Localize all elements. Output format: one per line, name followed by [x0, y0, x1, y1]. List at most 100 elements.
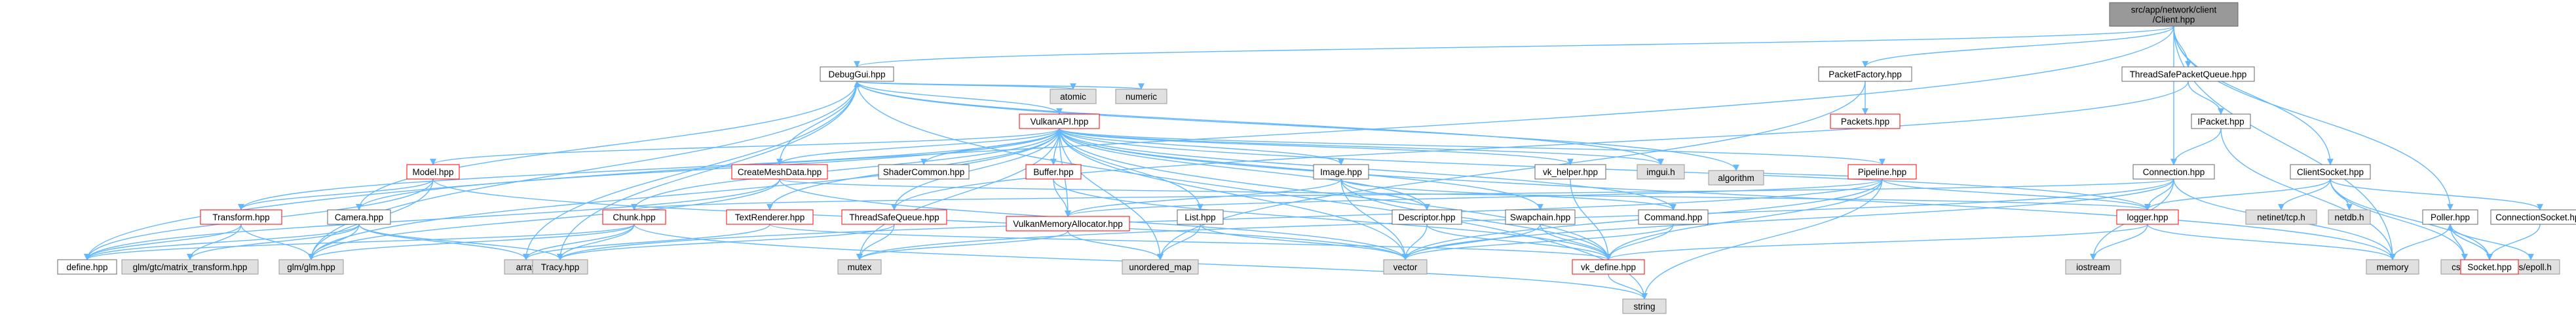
- node-ipacket[interactable]: IPacket.hpp: [2191, 113, 2251, 129]
- node-label: CreateMeshData.hpp: [738, 167, 822, 177]
- node-packets[interactable]: Packets.hpp: [1830, 113, 1901, 129]
- edge-vulkanapi-to-vector: [1059, 128, 1409, 260]
- edge-threadsafequeue-to-tracy: [557, 224, 895, 260]
- edge-createmeshdata-to-define: [84, 178, 780, 260]
- edge-vulkanapi-to-pipeline: [1059, 128, 1885, 165]
- node-vulkanapi[interactable]: VulkanAPI.hpp: [1019, 113, 1100, 129]
- edge-vulkanapi-to-threadsafequeue: [891, 128, 1060, 211]
- node-threadsafepacketqueue[interactable]: ThreadSafePacketQueue.hpp: [2121, 66, 2255, 82]
- node-clientsocket[interactable]: ClientSocket.hpp: [2290, 164, 2371, 180]
- edge-clientsocket-to-cstring: [2330, 178, 2468, 260]
- node-vector: vector: [1383, 259, 1428, 275]
- node-label: Image.hpp: [1320, 167, 1362, 177]
- node-buffer[interactable]: Buffer.hpp: [1025, 164, 1082, 180]
- node-label: netdb.h: [2334, 212, 2364, 222]
- edge-connection-to-vector: [1402, 178, 2174, 260]
- node-define[interactable]: define.hpp: [57, 259, 117, 275]
- node-string: string: [1622, 298, 1667, 314]
- node-label: glm/glm.hpp: [287, 262, 335, 272]
- node-label: memory: [2377, 262, 2409, 272]
- node-label: ThreadSafePacketQueue.hpp: [2130, 70, 2247, 79]
- node-label: VulkanMemoryAllocator.hpp: [1013, 219, 1123, 229]
- node-root[interactable]: src/app/network/client/Client.hpp: [2109, 2, 2239, 27]
- edge-createmeshdata-to-glmglm: [308, 178, 780, 260]
- node-label: Transform.hpp: [212, 212, 269, 222]
- edge-logger-to-memory: [2147, 224, 2396, 260]
- node-image[interactable]: Image.hpp: [1313, 164, 1369, 180]
- node-camera[interactable]: Camera.hpp: [327, 209, 391, 225]
- node-label: Tracy.hpp: [541, 262, 580, 272]
- node-swapchain[interactable]: Swapchain.hpp: [1505, 209, 1576, 225]
- node-textrenderer[interactable]: TextRenderer.hpp: [726, 209, 814, 225]
- edge-debuggui-to-numeric: [856, 81, 1145, 90]
- edge-vulkanapi-to-unorderedmap: [1059, 128, 1164, 260]
- node-label: vk_helper.hpp: [1543, 167, 1598, 177]
- node-chunk[interactable]: Chunk.hpp: [602, 209, 666, 225]
- node-transform[interactable]: Transform.hpp: [200, 209, 282, 225]
- node-mutex: mutex: [837, 259, 882, 275]
- edge-transform-to-define: [84, 224, 242, 260]
- node-list[interactable]: List.hpp: [1177, 209, 1224, 225]
- node-memory: memory: [2366, 259, 2419, 275]
- node-logger[interactable]: logger.hpp: [2116, 209, 2179, 225]
- edge-descriptor-to-vkdefine: [1426, 224, 1612, 260]
- node-label: logger.hpp: [2127, 212, 2168, 222]
- node-label: vk_define.hpp: [1581, 262, 1636, 272]
- node-connection[interactable]: Connection.hpp: [2132, 164, 2215, 180]
- node-label: VulkanAPI.hpp: [1031, 117, 1089, 127]
- node-netinettcp: netinet/tcp.h: [2245, 209, 2317, 225]
- node-poller[interactable]: Poller.hpp: [2422, 209, 2478, 225]
- node-vma[interactable]: VulkanMemoryAllocator.hpp: [1006, 216, 1130, 231]
- node-label: string: [1633, 302, 1655, 312]
- node-label: define.hpp: [66, 262, 107, 272]
- edge-logger-to-iostream: [2090, 224, 2148, 260]
- node-createmeshdata[interactable]: CreateMeshData.hpp: [731, 164, 828, 180]
- node-socket[interactable]: Socket.hpp: [2460, 259, 2519, 275]
- edge-vulkanapi-to-model: [430, 128, 1060, 165]
- edge-list-to-unorderedmap: [1157, 224, 1201, 260]
- edge-vma-to-mutex: [856, 230, 1069, 260]
- node-label: ThreadSafeQueue.hpp: [849, 212, 939, 222]
- node-packetfactory[interactable]: PacketFactory.hpp: [1818, 66, 1912, 82]
- edge-list-to-vector: [1200, 224, 1409, 260]
- node-connectionsocket[interactable]: ConnectionSocket.hpp: [2490, 209, 2576, 225]
- node-label: src/app/network/client: [2131, 5, 2217, 15]
- edge-root-to-poller: [2173, 26, 2453, 211]
- edge-createmeshdata-to-debuggui: [779, 81, 860, 165]
- edge-textrenderer-to-array: [523, 224, 770, 260]
- node-layer: src/app/network/client/Client.hppDebugGu…: [57, 2, 2576, 314]
- edge-socket-to-poller: [2447, 224, 2490, 260]
- node-threadsafequeue[interactable]: ThreadSafeQueue.hpp: [841, 209, 947, 225]
- node-command[interactable]: Command.hpp: [1638, 209, 1709, 225]
- node-descriptor[interactable]: Descriptor.hpp: [1392, 209, 1462, 225]
- node-debuggui[interactable]: DebugGui.hpp: [820, 66, 894, 82]
- node-label: mutex: [848, 262, 872, 272]
- node-label: Camera.hpp: [335, 212, 383, 222]
- edge-camera-to-array: [358, 224, 529, 260]
- node-label: algorithm: [1718, 173, 1754, 183]
- edge-debuggui-to-algorithm: [856, 81, 1739, 171]
- edge-pipeline-to-string: [1641, 178, 1883, 300]
- node-label: Connection.hpp: [2143, 167, 2205, 177]
- node-label: netinet/tcp.h: [2257, 212, 2305, 222]
- node-label: sys/epoll.h: [2510, 262, 2552, 272]
- edge-clientsocket-to-netinettcp: [2278, 178, 2331, 211]
- edge-buffer-to-vkdefine: [1053, 178, 1612, 260]
- edge-vkdefine-to-string: [1608, 273, 1648, 300]
- edge-chunk-to-define: [84, 224, 635, 260]
- edge-vulkanapi-to-list: [1059, 128, 1203, 211]
- edge-pipeline-to-vma: [1065, 178, 1883, 217]
- node-iostream: iostream: [2065, 259, 2121, 275]
- node-tracy: Tracy.hpp: [532, 259, 588, 275]
- node-algorithm: algorithm: [1708, 170, 1764, 186]
- edge-clientsocket-to-socket: [2330, 178, 2493, 260]
- node-model[interactable]: Model.hpp: [406, 164, 460, 180]
- edge-command-to-vector: [1402, 224, 1674, 260]
- node-label: iostream: [2076, 262, 2110, 272]
- node-vkhelper[interactable]: vk_helper.hpp: [1534, 164, 1606, 180]
- node-pipeline[interactable]: Pipeline.hpp: [1847, 164, 1917, 180]
- edge-vulkanapi-to-createmeshdata: [776, 128, 1060, 165]
- edge-vulkanapi-to-memory: [1059, 128, 2396, 260]
- node-vkdefine[interactable]: vk_define.hpp: [1572, 259, 1645, 275]
- node-shadercommon[interactable]: ShaderCommon.hpp: [878, 164, 970, 180]
